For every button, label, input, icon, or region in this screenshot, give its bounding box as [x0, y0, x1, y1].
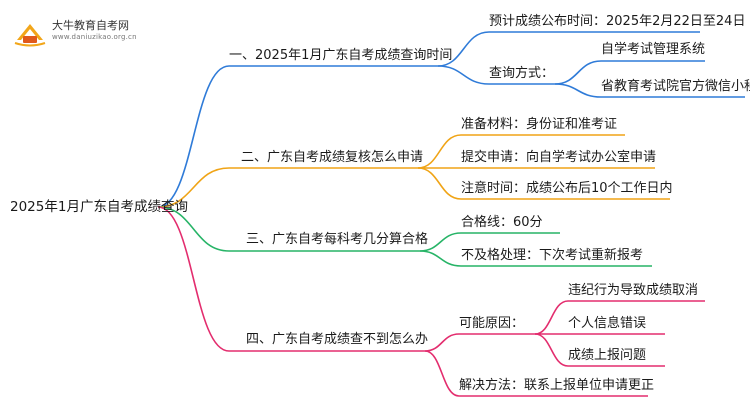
edge-branch-4-reasons [424, 333, 460, 352]
edge-method-wechat [554, 83, 602, 98]
branch-4-child-reasons: 可能原因： [459, 316, 525, 331]
branch-1-node: 一、2025年1月广东自考成绩查询时间 [229, 48, 453, 63]
branch-3-node: 三、广东自考每科考几分算合格 [246, 232, 429, 247]
edge-root-branch-3 [157, 206, 230, 252]
edge-branch-2-deadline [417, 167, 462, 200]
root-node: 2025年1月广东自考成绩查询 [10, 199, 188, 215]
branch-2-child-materials: 准备材料：身份证和准考证 [461, 117, 618, 132]
mind-map-edges [157, 31, 602, 397]
edge-root-branch-2 [157, 167, 230, 208]
edge-reason-violation [534, 300, 569, 335]
branch-4-node: 四、广东自考成绩查不到怎么办 [246, 332, 429, 347]
branch-1-method-system: 自学考试管理系统 [601, 42, 706, 57]
edge-branch-1-time [437, 31, 490, 67]
mind-map-underlines [229, 31, 745, 397]
branch-4-reason-violation: 违纪行为导致成绩取消 [568, 283, 699, 298]
branch-1-child-time: 预计成绩公布时间：2025年2月22日至24日 [489, 14, 746, 29]
book-logo-icon [14, 24, 46, 47]
branch-1-method-wechat: 省教育考试院官方微信小程序 [601, 79, 750, 94]
branch-4-reason-info: 个人信息错误 [568, 316, 647, 331]
edge-branch-2-materials [417, 134, 462, 169]
logo-title: 大牛教育自考网 [52, 19, 129, 32]
branch-2-child-submit: 提交申请：向自学考试办公室申请 [461, 150, 657, 165]
logo-url: www.daniuzikao.org.cn [52, 33, 137, 41]
edge-branch-3-fail [419, 250, 462, 267]
branch-2-child-deadline: 注意时间：成绩公布后10个工作日内 [461, 181, 673, 196]
edge-root-branch-1 [157, 65, 230, 208]
edge-branch-1-method [437, 65, 490, 85]
branch-4-child-solution: 解决方法：联系上报单位申请更正 [459, 378, 655, 393]
edge-reason-report [534, 333, 569, 367]
edge-branch-4-solution [424, 350, 460, 397]
edge-root-branch-4 [157, 206, 230, 352]
branch-1-child-method: 查询方式： [489, 66, 555, 81]
branch-3-child-passline: 合格线：60分 [461, 215, 543, 230]
branch-3-child-fail: 不及格处理：下次考试重新报考 [461, 248, 644, 263]
branch-2-node: 二、广东自考成绩复核怎么申请 [241, 150, 424, 165]
branch-4-reason-report: 成绩上报问题 [568, 348, 647, 363]
edge-method-system [554, 60, 602, 85]
